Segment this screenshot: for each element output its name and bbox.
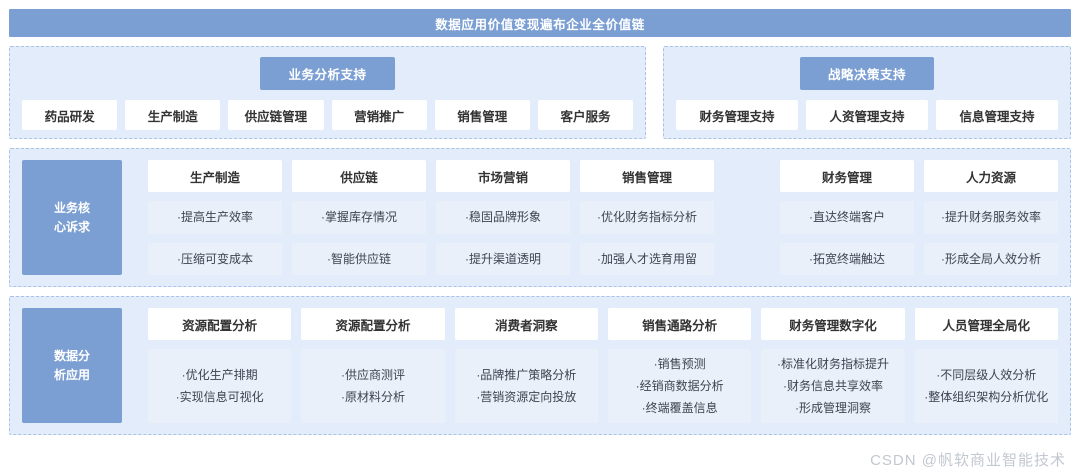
item-text: ·加强人才选育用留 — [597, 251, 697, 266]
column-item: ·掌握库存情况 — [292, 201, 426, 234]
column-header[interactable]: 供应链 — [292, 160, 426, 192]
item-text: ·不同层级人效分析 — [936, 367, 1037, 382]
data-application-column: 资源配置分析 ·供应商测评 ·原材料分析 — [301, 308, 445, 423]
strategy-decision-chip-row: 财务管理支持 人资管理支持 信息管理支持 — [664, 90, 1070, 130]
chip-item[interactable]: 药品研发 — [22, 100, 118, 130]
item-text: ·提升渠道透明 — [465, 251, 541, 266]
strategy-decision-panel: 战略决策支持 财务管理支持 人资管理支持 信息管理支持 — [663, 46, 1071, 139]
item-text: ·终端覆盖信息 — [641, 401, 718, 416]
item-text: ·整体组织架构分析优化 — [924, 390, 1049, 404]
column-item: ·提升财务服务效率 — [924, 201, 1058, 234]
chip-item[interactable]: 财务管理支持 — [676, 100, 798, 130]
item-text: ·标准化财务指标提升 — [776, 356, 889, 371]
column-header[interactable]: 财务管理 — [780, 160, 914, 192]
column-item: ·稳固品牌形象 — [436, 201, 570, 234]
item-text: ·营销资源定向投放 — [476, 390, 577, 404]
strategy-decision-caption: 战略决策支持 — [799, 57, 934, 90]
data-application-column: 人员管理全局化 ·不同层级人效分析 ·整体组织架构分析优化 — [914, 308, 1058, 423]
item-text: ·拓宽终端触达 — [809, 251, 885, 266]
item-text: ·直达终端客户 — [809, 210, 885, 225]
column-header[interactable]: 消费者洞察 — [454, 308, 598, 340]
column-item: ·拓宽终端触达 — [780, 242, 914, 275]
column-header[interactable]: 市场营销 — [436, 160, 570, 192]
column-header[interactable]: 销售通路分析 — [607, 308, 752, 340]
chip-item[interactable]: 供应链管理 — [228, 100, 324, 130]
column-header[interactable]: 财务管理数字化 — [761, 308, 905, 340]
column-item: ·提升渠道透明 — [436, 242, 570, 275]
item-text: ·供应商测评 — [340, 367, 405, 382]
page-title-text: 数据应用价值变现遍布企业全价值链 — [435, 17, 645, 32]
item-text: ·品牌推广策略分析 — [476, 367, 577, 382]
core-demand-columns: 生产制造 ·提高生产效率 ·压缩可变成本 供应链 ·掌握库存情况 ·智能供应链 … — [148, 160, 1058, 275]
data-application-panel: 数据分 析应用 资源配置分析 ·优化生产排期 ·实现信息可视化 资源配置分析 ·… — [9, 296, 1071, 435]
chip-item[interactable]: 客户服务 — [537, 100, 634, 130]
core-demand-column: 销售管理 ·优化财务指标分析 ·加强人才选育用留 — [580, 160, 714, 275]
data-application-side-label: 数据分 析应用 — [22, 308, 122, 423]
column-item: ·智能供应链 — [292, 242, 426, 275]
data-application-column: 资源配置分析 ·优化生产排期 ·实现信息可视化 — [148, 308, 292, 423]
column-item-list: ·供应商测评 ·原材料分析 — [301, 349, 445, 423]
item-text: ·实现信息可视化 — [175, 390, 264, 404]
business-analysis-caption: 业务分析支持 — [260, 57, 395, 90]
chip-item[interactable]: 人资管理支持 — [806, 100, 928, 130]
column-item-list: ·销售预测 ·经销商数据分析 ·终端覆盖信息 — [607, 349, 752, 423]
business-analysis-panel: 业务分析支持 药品研发 生产制造 供应链管理 营销推广 销售管理 客户服务 — [9, 46, 646, 139]
column-header[interactable]: 人力资源 — [924, 160, 1058, 192]
item-text: ·经销商数据分析 — [635, 378, 724, 393]
column-item-list: ·不同层级人效分析 ·整体组织架构分析优化 — [914, 349, 1058, 423]
item-text: ·掌握库存情况 — [321, 210, 397, 225]
column-header[interactable]: 资源配置分析 — [301, 308, 445, 340]
column-item-list: ·品牌推广策略分析 ·营销资源定向投放 — [454, 349, 598, 423]
column-header[interactable]: 销售管理 — [580, 160, 714, 192]
column-item-list: ·标准化财务指标提升 ·财务信息共享效率 ·形成管理洞察 — [761, 349, 905, 423]
core-demand-panel: 业务核 心诉求 生产制造 ·提高生产效率 ·压缩可变成本 供应链 ·掌握库存情况… — [9, 148, 1071, 287]
chip-item[interactable]: 生产制造 — [125, 100, 221, 130]
column-item: ·提高生产效率 — [148, 201, 282, 234]
page-title: 数据应用价值变现遍布企业全价值链 — [9, 9, 1071, 37]
core-demand-column: 财务管理 ·直达终端客户 ·拓宽终端触达 — [780, 160, 914, 275]
column-header[interactable]: 人员管理全局化 — [914, 308, 1058, 340]
item-text: ·形成全局人效分析 — [941, 251, 1041, 266]
column-gap-spacer — [724, 160, 770, 275]
watermark: CSDN @帆软商业智能技术 — [870, 452, 1066, 469]
core-demand-column: 生产制造 ·提高生产效率 ·压缩可变成本 — [148, 160, 282, 275]
column-item: ·直达终端客户 — [780, 201, 914, 234]
item-text: ·提高生产效率 — [177, 210, 253, 225]
data-application-column: 财务管理数字化 ·标准化财务指标提升 ·财务信息共享效率 ·形成管理洞察 — [761, 308, 905, 423]
strategy-decision-caption-wrap: 战略决策支持 — [664, 47, 1070, 90]
item-text: ·提升财务服务效率 — [941, 210, 1041, 225]
column-header[interactable]: 生产制造 — [148, 160, 282, 192]
item-text: ·原材料分析 — [340, 390, 405, 404]
business-analysis-chip-row: 药品研发 生产制造 供应链管理 营销推广 销售管理 客户服务 — [10, 90, 645, 130]
data-application-columns: 资源配置分析 ·优化生产排期 ·实现信息可视化 资源配置分析 ·供应商测评 ·原… — [148, 308, 1058, 423]
item-text: ·稳固品牌形象 — [465, 210, 541, 225]
item-text: ·优化财务指标分析 — [597, 210, 697, 225]
core-demand-column: 市场营销 ·稳固品牌形象 ·提升渠道透明 — [436, 160, 570, 275]
item-text: ·形成管理洞察 — [794, 401, 871, 416]
column-item: ·优化财务指标分析 — [580, 201, 714, 234]
core-demand-side-label: 业务核 心诉求 — [22, 160, 122, 275]
item-text: ·智能供应链 — [327, 251, 391, 266]
chip-item[interactable]: 销售管理 — [434, 100, 530, 130]
data-application-column: 销售通路分析 ·销售预测 ·经销商数据分析 ·终端覆盖信息 — [607, 308, 752, 423]
data-application-column: 消费者洞察 ·品牌推广策略分析 ·营销资源定向投放 — [454, 308, 598, 423]
column-item: ·加强人才选育用留 — [580, 242, 714, 275]
business-analysis-caption-wrap: 业务分析支持 — [10, 47, 645, 90]
column-item: ·压缩可变成本 — [148, 242, 282, 275]
item-text: ·销售预测 — [653, 356, 706, 371]
item-text: ·财务信息共享效率 — [782, 378, 883, 393]
support-row: 业务分析支持 药品研发 生产制造 供应链管理 营销推广 销售管理 客户服务 战略… — [9, 46, 1071, 139]
column-item: ·形成全局人效分析 — [924, 242, 1058, 275]
item-text: ·优化生产排期 — [181, 367, 258, 382]
core-demand-column: 人力资源 ·提升财务服务效率 ·形成全局人效分析 — [924, 160, 1058, 275]
chip-item[interactable]: 营销推广 — [331, 100, 427, 130]
item-text: ·压缩可变成本 — [177, 251, 253, 266]
chip-item[interactable]: 信息管理支持 — [936, 100, 1058, 130]
column-header[interactable]: 资源配置分析 — [148, 308, 292, 340]
column-item-list: ·优化生产排期 ·实现信息可视化 — [148, 349, 292, 423]
core-demand-column: 供应链 ·掌握库存情况 ·智能供应链 — [292, 160, 426, 275]
